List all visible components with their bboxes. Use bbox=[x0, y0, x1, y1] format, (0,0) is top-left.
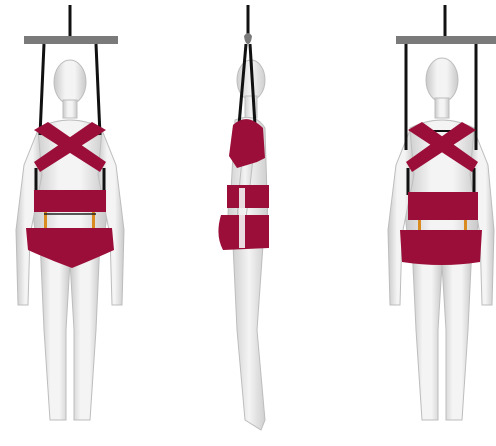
side-view-figure bbox=[165, 0, 330, 446]
front-view-svg bbox=[0, 0, 165, 446]
pelvic-harness bbox=[400, 230, 482, 265]
spreader-bar bbox=[396, 36, 496, 44]
hook bbox=[244, 33, 252, 44]
front-view-figure bbox=[0, 0, 165, 446]
spreader-bar bbox=[24, 36, 118, 44]
side-gap bbox=[239, 188, 245, 248]
pelvic-harness bbox=[26, 228, 114, 268]
waist-belt bbox=[408, 192, 478, 220]
back-view-figure bbox=[330, 0, 496, 446]
chest-harness bbox=[229, 119, 265, 168]
side-view-svg bbox=[165, 0, 330, 446]
waist-belt bbox=[34, 190, 106, 212]
back-view-svg bbox=[330, 0, 496, 446]
waist-belt bbox=[227, 185, 269, 208]
